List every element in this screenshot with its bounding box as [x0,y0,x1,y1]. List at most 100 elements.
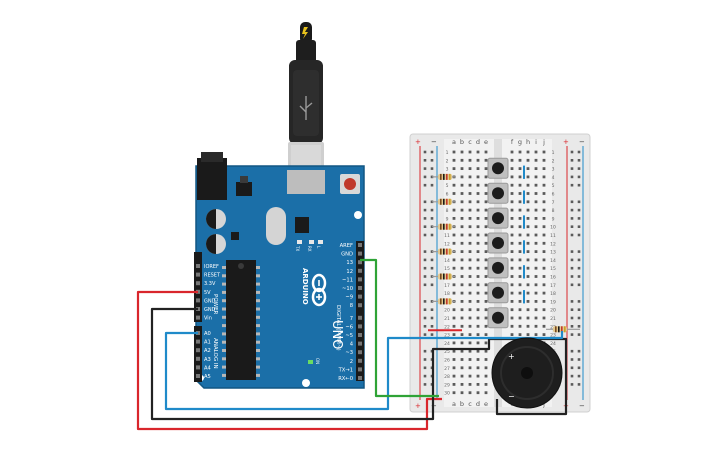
breadboard-hole[interactable] [534,233,538,237]
breadboard-hole[interactable] [542,291,546,295]
digital-pin[interactable] [358,243,362,247]
breadboard-hole[interactable] [534,200,538,204]
breadboard-hole[interactable] [484,291,488,295]
breadboard-hole[interactable] [534,150,538,154]
digital-pin[interactable] [358,324,362,329]
rail-hole[interactable] [570,225,574,228]
breadboard-hole[interactable] [518,283,522,287]
rail-hole[interactable] [577,316,581,320]
breadboard-hole[interactable] [468,391,472,395]
breadboard-hole[interactable] [468,192,472,195]
breadboard-hole[interactable] [476,366,480,370]
breadboard-hole[interactable] [510,175,514,179]
rail-hole[interactable] [423,217,427,220]
breadboard-hole[interactable] [484,391,488,395]
breadboard-hole[interactable] [468,258,472,262]
breadboard-hole[interactable] [468,275,472,278]
breadboard-hole[interactable] [542,300,546,303]
breadboard-hole[interactable] [542,333,546,336]
breadboard-hole[interactable] [518,275,522,278]
breadboard-hole[interactable] [526,183,530,187]
breadboard-hole[interactable] [510,158,514,162]
breadboard-hole[interactable] [476,324,480,328]
rail-hole[interactable] [570,358,574,361]
breadboard-hole[interactable] [460,324,464,328]
breadboard-hole[interactable] [510,183,514,187]
breadboard-hole[interactable] [460,200,464,204]
rail-hole[interactable] [423,233,427,237]
breadboard-hole[interactable] [526,300,530,303]
rail-hole[interactable] [570,250,574,253]
rail-hole[interactable] [577,308,581,311]
breadboard-hole[interactable] [476,233,480,237]
rail-hole[interactable] [577,258,581,262]
digital-pin[interactable] [358,268,362,273]
breadboard-hole[interactable] [526,275,530,278]
rail-hole[interactable] [423,175,427,179]
rail-hole[interactable] [430,308,434,311]
resistor[interactable] [432,273,456,280]
digital-pin[interactable] [358,350,362,355]
breadboard-hole[interactable] [468,324,472,328]
breadboard-hole[interactable] [510,150,514,154]
analog-pin[interactable] [196,356,200,361]
rail-hole[interactable] [423,316,427,320]
breadboard-hole[interactable] [468,167,472,170]
rail-hole[interactable] [430,258,434,262]
breadboard-hole[interactable] [542,158,546,162]
breadboard-hole[interactable] [452,308,456,312]
rail-hole[interactable] [423,349,427,353]
breadboard-hole[interactable] [484,275,488,278]
breadboard-hole[interactable] [542,167,546,170]
rail-hole[interactable] [570,374,574,378]
breadboard-hole[interactable] [518,192,522,195]
breadboard-hole[interactable] [468,225,472,229]
breadboard-hole[interactable] [452,183,456,187]
breadboard-hole[interactable] [468,241,472,245]
rail-hole[interactable] [423,300,427,303]
power-pin[interactable] [196,298,200,303]
breadboard-hole[interactable] [510,333,514,336]
resistor[interactable] [432,298,456,305]
breadboard-hole[interactable] [484,316,488,320]
breadboard-hole[interactable] [518,241,522,245]
breadboard-hole[interactable] [460,258,464,262]
breadboard-hole[interactable] [468,333,472,336]
breadboard-hole[interactable] [460,158,464,162]
breadboard-hole[interactable] [534,158,538,162]
breadboard-hole[interactable] [510,217,514,220]
resistor[interactable] [432,198,456,205]
breadboard-hole[interactable] [468,158,472,162]
breadboard-hole[interactable] [518,167,522,170]
breadboard-hole[interactable] [518,150,522,154]
breadboard-hole[interactable] [452,158,456,162]
breadboard-hole[interactable] [542,266,546,270]
breadboard-hole[interactable] [484,183,488,187]
digital-pin[interactable] [358,315,362,320]
breadboard-hole[interactable] [542,217,546,220]
rail-hole[interactable] [570,150,574,154]
rail-hole[interactable] [423,308,427,311]
digital-pin[interactable] [358,286,362,290]
rail-hole[interactable] [570,217,574,220]
breadboard-hole[interactable] [526,225,530,229]
breadboard-hole[interactable] [476,300,480,303]
breadboard-hole[interactable] [460,341,464,345]
breadboard-hole[interactable] [476,183,480,187]
breadboard-hole[interactable] [518,291,522,295]
breadboard-hole[interactable] [518,300,522,303]
breadboard-hole[interactable] [542,225,546,229]
breadboard-hole[interactable] [484,258,488,262]
breadboard-hole[interactable] [518,266,522,270]
breadboard-hole[interactable] [542,283,546,287]
rail-hole[interactable] [423,333,427,336]
rail-hole[interactable] [577,225,581,228]
breadboard-hole[interactable] [476,192,480,195]
digital-pin[interactable] [358,294,362,299]
breadboard-hole[interactable] [460,275,464,278]
pushbutton[interactable] [487,307,509,329]
breadboard-hole[interactable] [452,167,456,170]
breadboard-hole[interactable] [452,291,456,295]
breadboard-hole[interactable] [542,316,546,320]
breadboard-hole[interactable] [460,374,464,378]
